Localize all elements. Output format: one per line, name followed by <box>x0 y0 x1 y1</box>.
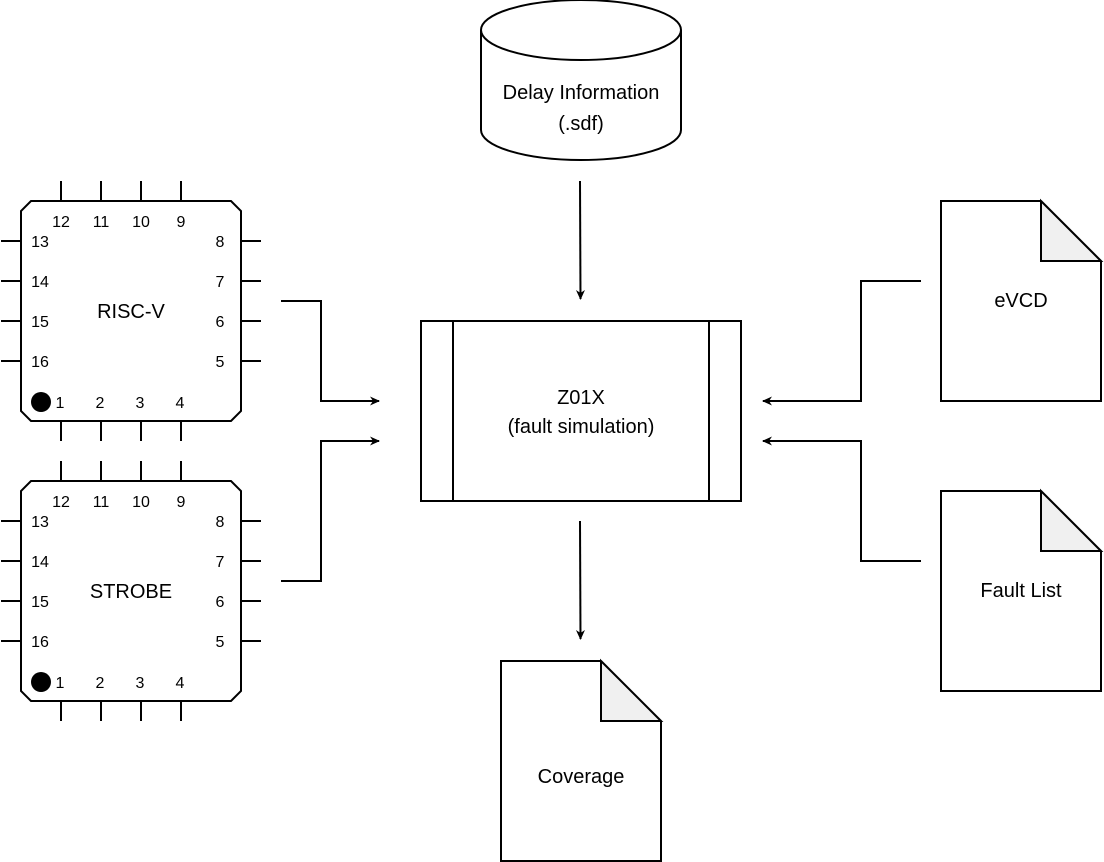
chip-risc-v-pin-top-4: 9 <box>177 214 186 231</box>
chip-strobe-pin-bottom-2: 2 <box>96 675 105 692</box>
evcd-fold <box>1040 198 1104 262</box>
chip-risc-v-pin-right-1: 8 <box>216 234 225 251</box>
arrow-risc-v-to-z01x <box>281 300 380 406</box>
chip-risc-v-body <box>20 200 242 422</box>
chip-strobe-pin-right-3: 6 <box>216 594 225 611</box>
connectors <box>281 180 921 640</box>
database-label-line2: (.sdf) <box>558 113 604 135</box>
chip-risc-v-pin-right-2: 7 <box>216 274 225 291</box>
chip-strobe-pin-bottom-1: 1 <box>56 675 65 692</box>
fault-list-label: Fault List <box>980 580 1062 602</box>
delay-information-database: Delay Information (.sdf) <box>480 0 682 161</box>
process-outer <box>420 320 742 502</box>
chip-risc-v-pin-left-3: 15 <box>31 314 49 331</box>
chip-strobe-pin-bottom-4: 4 <box>176 675 185 692</box>
chip-strobe-pin-right-2: 7 <box>216 554 225 571</box>
evcd-label: eVCD <box>994 290 1047 312</box>
chip-strobe-pin-lines <box>1 461 261 721</box>
chip-risc-v-pin-left-2: 14 <box>31 274 49 291</box>
process-title: Z01X <box>557 387 605 409</box>
chip-strobe-pin-right-1: 8 <box>216 514 225 531</box>
chip-strobe-pin-left-2: 14 <box>31 554 49 571</box>
arrow-fault-list-to-z01x <box>762 436 921 562</box>
chip-risc-v-pin-lines <box>1 181 261 441</box>
chip-strobe: STROBE 12 11 10 9 13 14 15 16 8 7 6 5 1 … <box>1 461 261 721</box>
coverage-fold <box>600 658 664 722</box>
chip-strobe-pin-left-1: 13 <box>31 514 49 531</box>
database-label-line1: Delay Information <box>503 82 660 104</box>
chip-strobe-body <box>20 480 242 702</box>
chip-risc-v-pin-left-1: 13 <box>31 234 49 251</box>
chip-strobe-pin-top-3: 10 <box>132 494 150 511</box>
chip-risc-v-pin-bottom-2: 2 <box>96 395 105 412</box>
chip-risc-v-pin-top-3: 10 <box>132 214 150 231</box>
chip-strobe-pin1-dot <box>31 672 51 692</box>
chip-risc-v-pin-top-1: 12 <box>52 214 70 231</box>
evcd-document: eVCD <box>940 198 1104 402</box>
coverage-label: Coverage <box>538 766 625 788</box>
chip-risc-v-pin1-dot <box>31 392 51 412</box>
fault-list-document: Fault List <box>940 488 1104 692</box>
process-subtitle: (fault simulation) <box>508 416 655 438</box>
chip-strobe-pin-bottom-3: 3 <box>136 675 145 692</box>
chip-risc-v-pin-top-2: 11 <box>93 214 110 231</box>
chip-strobe-pin-top-2: 11 <box>93 494 110 511</box>
chip-strobe-pin-right-4: 5 <box>216 634 225 651</box>
chip-risc-v-pin-right-3: 6 <box>216 314 225 331</box>
chip-strobe-pin-left-4: 16 <box>31 634 49 651</box>
arrow-z01x-to-coverage <box>575 520 585 640</box>
chip-risc-v-pin-left-4: 16 <box>31 354 49 371</box>
arrow-strobe-to-z01x <box>281 436 380 582</box>
chip-risc-v: RISC-V 12 11 10 9 13 14 15 16 8 7 6 5 1 … <box>1 181 261 441</box>
fault-list-fold <box>1040 488 1104 552</box>
chip-risc-v-pin-bottom-1: 1 <box>56 395 65 412</box>
coverage-document: Coverage <box>500 658 664 862</box>
chip-risc-v-label: RISC-V <box>97 301 165 323</box>
z01x-process-box: Z01X (fault simulation) <box>420 320 742 502</box>
chip-strobe-pin-top-1: 12 <box>52 494 70 511</box>
arrow-evcd-to-z01x <box>762 280 921 406</box>
chip-risc-v-pin-bottom-4: 4 <box>176 395 185 412</box>
chip-risc-v-pin-bottom-3: 3 <box>136 395 145 412</box>
chip-strobe-pin-top-4: 9 <box>177 494 186 511</box>
chip-strobe-label: STROBE <box>90 581 172 603</box>
arrow-database-to-z01x <box>575 180 585 300</box>
chip-risc-v-pin-right-4: 5 <box>216 354 225 371</box>
chip-strobe-pin-left-3: 15 <box>31 594 49 611</box>
